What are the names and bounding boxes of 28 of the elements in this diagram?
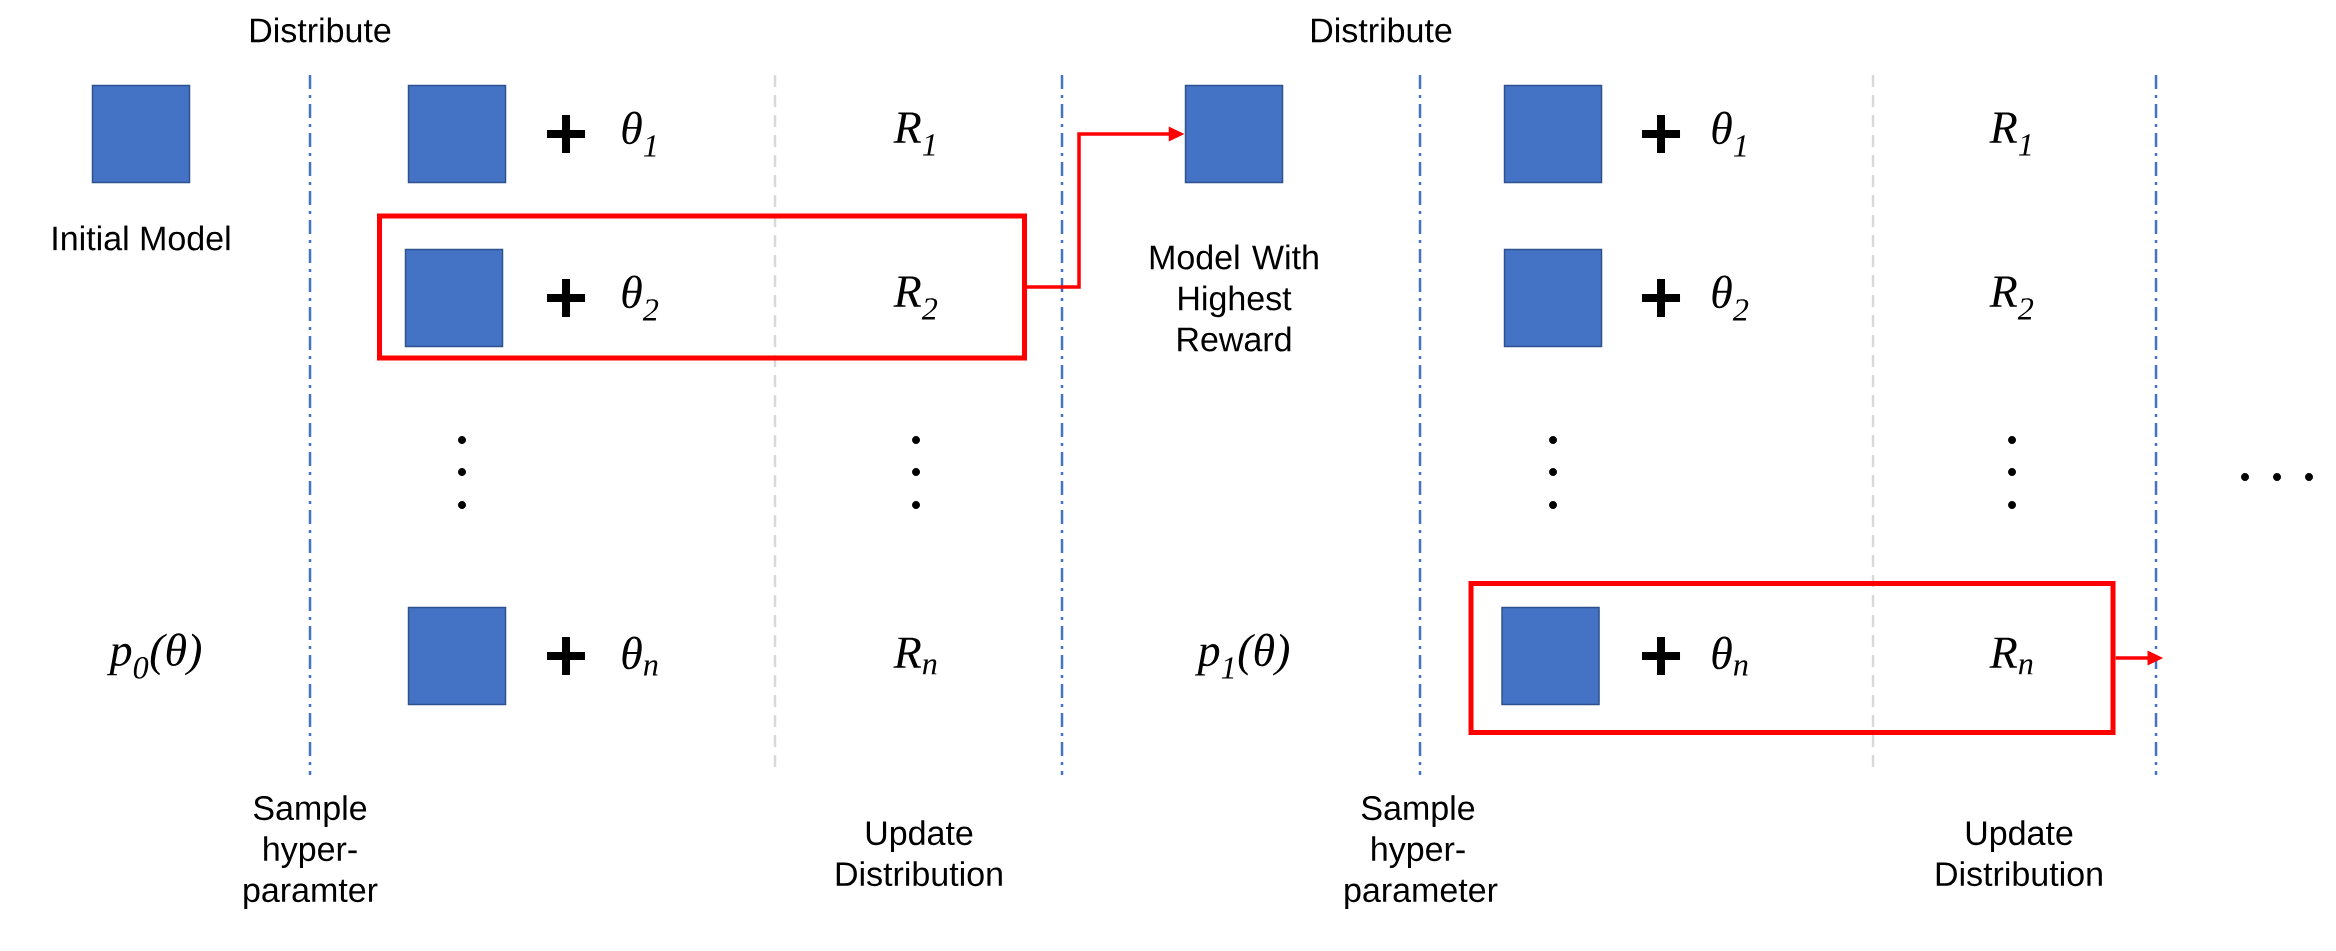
math-label: θ$_{1}$	[622, 111, 656, 157]
step-label: Sample hyper-parameter	[1345, 795, 1498, 909]
step-label: Update Distribution	[836, 820, 1002, 887]
model-square: Initial Model	[53, 84, 230, 251]
step-label: Sample hyper-paramter	[244, 795, 378, 909]
node-label: Initial Model	[53, 225, 230, 251]
math-label: θ$_{1}$	[1712, 111, 1746, 157]
model-square	[407, 606, 507, 706]
model-square	[407, 84, 507, 184]
model-square	[404, 248, 504, 348]
model-square	[1503, 84, 1603, 184]
highlight-box: θ$_{2}$ R$_{2}$	[377, 213, 1027, 361]
math-label: p$_{1}$(θ)	[1194, 633, 1289, 679]
model-square	[1503, 248, 1603, 348]
math-label: θ$_{n}$	[622, 636, 658, 676]
node-label: Model With Highest Reward	[1150, 244, 1318, 352]
step-label: Distribute	[1312, 17, 1452, 43]
math-label: R$_{2}$	[1989, 276, 2034, 320]
math-label: R$_{1}$	[893, 112, 935, 156]
math-label: p$_{0}$(θ)	[106, 633, 201, 679]
math-label: R$_{1}$	[1989, 112, 2031, 156]
math-label: R$_{n}$	[893, 637, 937, 675]
highlight-box: θ$_{n}$ R$_{n}$	[1468, 581, 2116, 735]
math-label: θ$_{2}$	[1712, 275, 1749, 321]
model-square: Model With Highest Reward	[1150, 84, 1318, 352]
model-square	[1501, 606, 1600, 706]
step-label: Update Distribution	[1936, 820, 2102, 887]
step-label: Distribute	[251, 17, 391, 43]
